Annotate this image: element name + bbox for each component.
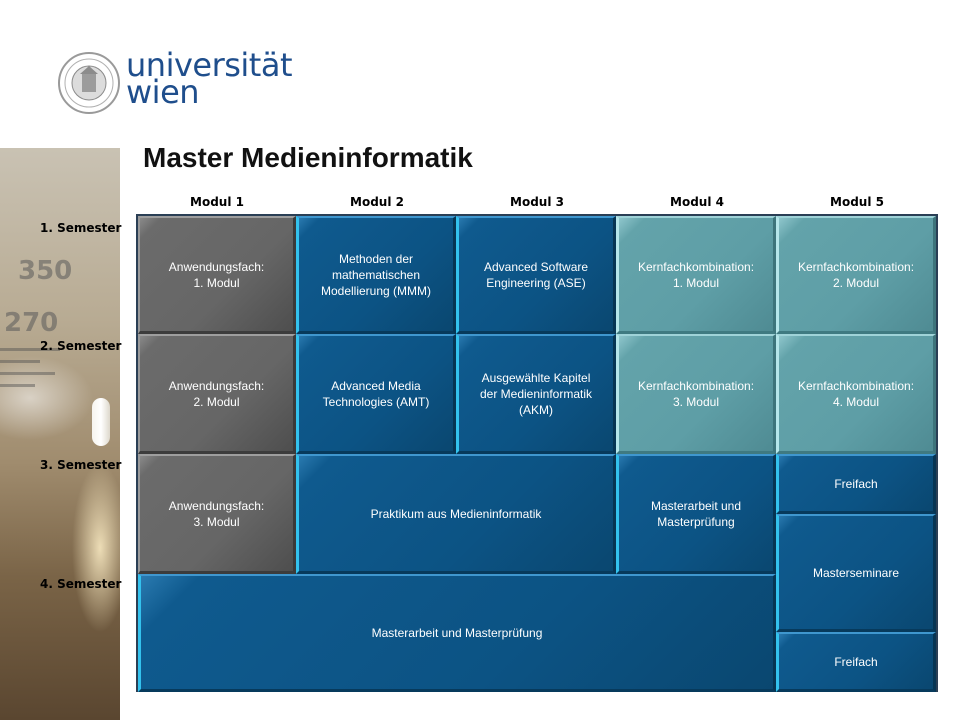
module-cell-anwendungsfach-2: Anwendungsfach:2. Modul xyxy=(138,334,296,454)
module-cell-kernfach-3: Kernfachkombination:3. Modul xyxy=(616,334,776,454)
module-cell-kernfach-1: Kernfachkombination:1. Modul xyxy=(616,216,776,334)
semester-label-3: 3. Semester xyxy=(40,458,122,472)
module-cell-anwendungsfach-3: Anwendungsfach:3. Modul xyxy=(138,454,296,574)
page-title: Master Medieninformatik xyxy=(143,142,473,173)
dial-tick xyxy=(0,384,35,387)
module-cell-kernfach-2: Kernfachkombination:2. Modul xyxy=(776,216,936,334)
module-cell-anwendungsfach-1: Anwendungsfach:1. Modul xyxy=(138,216,296,334)
column-header-modul-3: Modul 3 xyxy=(510,195,564,209)
module-cell-freifach-top: Freifach xyxy=(776,454,936,514)
dial-number-graphic: 350 xyxy=(18,256,73,286)
module-cell-freifach-bottom: Freifach xyxy=(776,632,936,692)
bulb-graphic xyxy=(92,398,110,446)
module-cell-masterarbeit-wide: Masterarbeit und Masterprüfung xyxy=(138,574,776,692)
module-cell-praktikum: Praktikum aus Medieninformatik xyxy=(296,454,616,574)
university-logo-wordmark: universität wien xyxy=(126,46,293,111)
column-header-modul-2: Modul 2 xyxy=(350,195,404,209)
semester-label-2: 2. Semester xyxy=(40,339,122,353)
dial-number-graphic: 270 xyxy=(4,308,59,338)
logo-line-2: wien xyxy=(126,73,200,111)
university-logo[interactable]: universität wien xyxy=(58,49,293,116)
university-seal-icon xyxy=(58,52,120,114)
column-header-modul-5: Modul 5 xyxy=(830,195,884,209)
module-cell-masterseminare: Masterseminare xyxy=(776,514,936,632)
dial-tick xyxy=(0,372,55,375)
dial-tick xyxy=(0,360,40,363)
column-header-modul-4: Modul 4 xyxy=(670,195,724,209)
semester-label-1: 1. Semester xyxy=(40,221,122,235)
logo-line-1: universität xyxy=(126,46,293,84)
semester-label-4: 4. Semester xyxy=(40,577,122,591)
module-cell-kernfach-4: Kernfachkombination:4. Modul xyxy=(776,334,936,454)
decorative-photo: 350 270 xyxy=(0,148,120,720)
dial-tick xyxy=(0,348,60,351)
column-header-modul-1: Modul 1 xyxy=(190,195,244,209)
